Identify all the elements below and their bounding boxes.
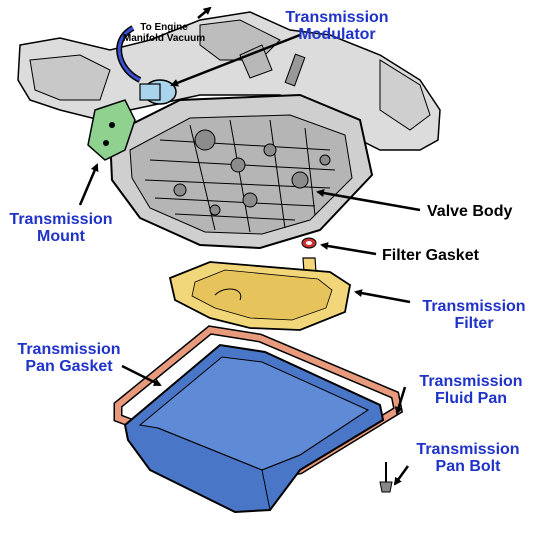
pan-gasket-label-line2: Pan Gasket (25, 358, 113, 375)
transmission-fluid-pan-label: Transmission Fluid Pan (412, 373, 530, 407)
transmission-filter-label: Transmission Filter (415, 298, 533, 332)
transmission-pan-gasket-label: Transmission Pan Gasket (10, 341, 128, 375)
transmission-modulator-label: Transmission Modulator (278, 9, 396, 43)
transmission-mount-label: Transmission Mount (2, 211, 120, 245)
engine-vacuum-label-line2: Manifold Vacuum (122, 33, 206, 44)
fluid-pan-drawing (123, 343, 385, 514)
pan-bolt-label-line1: Transmission (416, 441, 520, 458)
modulator-drawing (116, 25, 177, 105)
filter-label-line2: Filter (454, 315, 494, 332)
transmission-mount-drawing (87, 99, 136, 161)
filter-gasket-label: Filter Gasket (382, 247, 479, 264)
mount-label-line2: Mount (37, 228, 85, 245)
filter-label-line1: Transmission (422, 298, 526, 315)
pan-bolt-label-line2: Pan Bolt (435, 458, 501, 475)
transmission-filter-drawing (168, 257, 351, 331)
modulator-label-line1: Transmission (285, 9, 389, 26)
pan-gasket-label-line1: Transmission (17, 341, 121, 358)
filter-gasket-drawing (301, 237, 317, 249)
mount-label-line1: Transmission (9, 211, 113, 228)
fluid-pan-label-line1: Transmission (419, 373, 523, 390)
engine-vacuum-label: To Engine Manifold Vacuum (114, 22, 214, 44)
valve-body-drawing (108, 93, 374, 250)
valve-body-label: Valve Body (427, 203, 513, 220)
engine-vacuum-label-line1: To Engine (140, 22, 188, 33)
callout-arrows (78, 6, 421, 486)
modulator-label-line2: Modulator (298, 26, 376, 43)
pan-bolt-drawing (379, 462, 393, 493)
transmission-pan-bolt-label: Transmission Pan Bolt (409, 441, 527, 475)
fluid-pan-label-line2: Fluid Pan (435, 390, 507, 407)
